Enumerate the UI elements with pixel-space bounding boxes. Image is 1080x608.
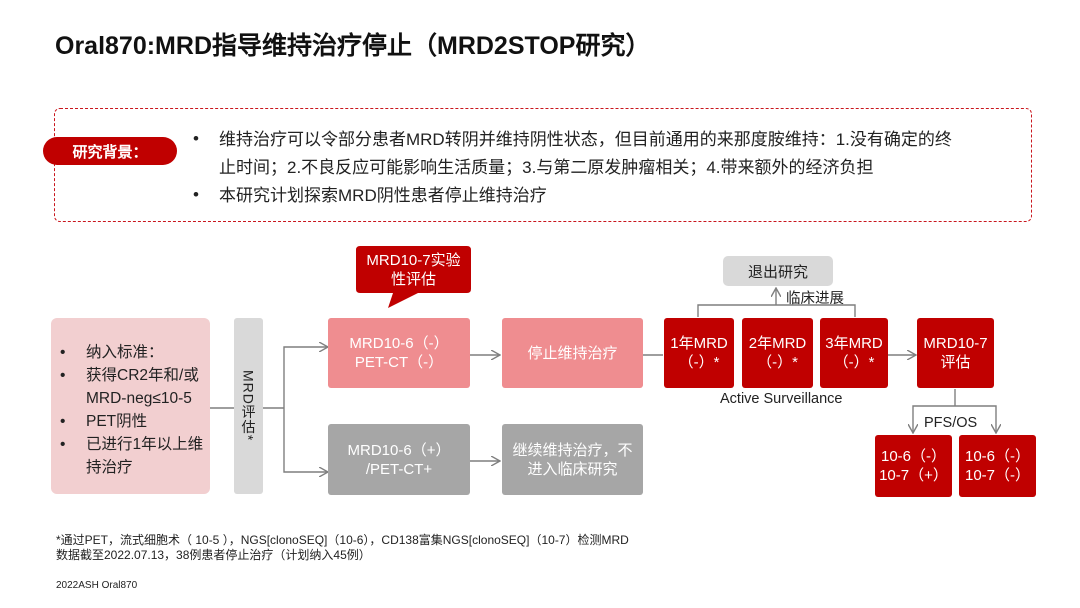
bullet-icon: •	[193, 185, 199, 204]
stop-maintenance-box: 停止维持治疗	[502, 318, 643, 388]
year-1-mrd-box: 1年MRD （-）*	[664, 318, 734, 388]
clinical-progress-label: 临床进展	[786, 291, 844, 307]
inclusion-item: MRD-neg≤10-5	[86, 390, 192, 407]
background-tag: 研究背景：	[43, 137, 177, 165]
callout-bubble	[356, 246, 471, 308]
source-label: 2022ASH Oral870	[56, 580, 138, 591]
mrd-positive-box: MRD10-6（+） /PET-CT+	[328, 424, 470, 495]
footnote-line-2: 数据截至2022.07.13，38例患者停止治疗（计划纳入45例）	[56, 548, 371, 562]
callout-text: MRD10-7实验 性评估	[366, 252, 461, 288]
active-surveillance-label: Active Surveillance	[720, 391, 843, 407]
footnote-line-1: *通过PET，流式细胞术（ 10-5 ），NGS[clonoSEQ]（10-6）…	[56, 533, 629, 547]
exit-study-box: 退出研究	[723, 256, 833, 286]
bullet-icon: •	[193, 129, 199, 148]
background-line-1: 维持治疗可以令部分患者MRD转阴并维持阴性状态，但目前通用的来那度胺维持：1.没…	[219, 130, 952, 149]
mrd-eval-label: MRD评估*	[240, 370, 257, 442]
background-line-2: 止时间；2.不良反应可能影响生活质量；3.与第二原发肿瘤相关；4.带来额外的经济…	[219, 158, 874, 177]
mrd-10-7-eval-box: MRD10-7 评估	[917, 318, 994, 388]
background-line-3: 本研究计划探索MRD阴性患者停止维持治疗	[219, 186, 547, 205]
mrd-eval-box: MRD评估*	[234, 318, 263, 494]
inclusion-item: 持治疗	[86, 459, 133, 476]
outcome-left-box: 10-6（-） 10-7（+）	[875, 435, 952, 497]
inclusion-item: •获得CR2年和/或	[60, 367, 199, 384]
pfs-os-label: PFS/OS	[924, 415, 978, 431]
background-panel	[54, 108, 1032, 222]
inclusion-item: •PET阴性	[60, 413, 148, 430]
year-2-mrd-box: 2年MRD （-）*	[742, 318, 813, 388]
inclusion-criteria-box: •纳入标准： •获得CR2年和/或 MRD-neg≤10-5 •PET阴性 •已…	[51, 318, 210, 494]
continue-maintenance-box: 继续维持治疗，不 进入临床研究	[502, 424, 643, 495]
inclusion-item: •纳入标准：	[60, 344, 164, 361]
page-title: Oral870:MRD指导维持治疗停止（MRD2STOP研究）	[55, 32, 651, 60]
year-3-mrd-box: 3年MRD （-）*	[820, 318, 888, 388]
outcome-right-box: 10-6（-） 10-7（-）	[959, 435, 1036, 497]
mrd-negative-box: MRD10-6（-） PET-CT（-）	[328, 318, 470, 388]
inclusion-item: •已进行1年以上维	[60, 436, 204, 453]
